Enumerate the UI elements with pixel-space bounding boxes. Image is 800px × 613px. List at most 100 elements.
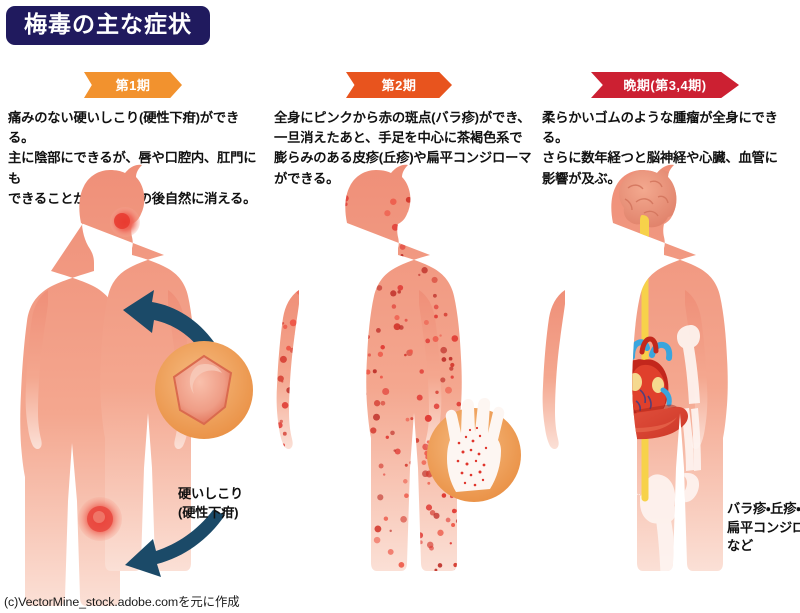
rash-spot — [324, 375, 329, 380]
rash-spot — [327, 577, 330, 580]
rash-spot — [441, 493, 447, 498]
rash-spot — [341, 526, 347, 531]
rash-spot — [326, 548, 331, 553]
rash-spot — [285, 526, 292, 532]
rash-spot — [331, 370, 336, 375]
rash-spot — [352, 516, 356, 520]
rash-spot — [432, 293, 437, 298]
rash-spot — [394, 315, 400, 321]
rash-spot — [334, 307, 337, 310]
rash-spot — [285, 237, 292, 245]
rash-spot — [409, 460, 414, 465]
rash-spot — [297, 494, 302, 499]
rash-spot — [389, 243, 395, 249]
rash-spot — [405, 417, 410, 422]
rash-spot — [304, 216, 311, 223]
rash-spot — [325, 386, 331, 392]
rash-spot — [452, 578, 456, 582]
rash-spot — [307, 301, 314, 308]
rash-spot — [328, 369, 334, 375]
stage-1-description: 痛みのない硬いしこり(硬性下疳)ができる。 主に陰部にできるが、唇や口腔内、肛門… — [8, 110, 257, 206]
rash-spot — [330, 182, 338, 190]
stage-2-description: 全身にピンクから赤の斑点(バラ疹)ができ、 一旦消えたあと、手足を中心に茶褐色系… — [274, 110, 532, 186]
rash-spot — [404, 353, 407, 357]
rash-spot — [439, 334, 442, 337]
rash-spot — [383, 473, 386, 476]
rash-spot — [404, 493, 409, 499]
magnifier-chancre[interactable] — [155, 341, 253, 439]
rash-spot — [355, 249, 358, 252]
rash-spot — [443, 312, 448, 317]
rash-spot — [343, 344, 349, 351]
rash-spot — [270, 236, 273, 239]
rash-spot — [453, 562, 458, 568]
rash-spot — [377, 351, 384, 357]
rash-spot — [372, 256, 376, 260]
rash-spot — [374, 525, 382, 533]
rash-spot — [391, 304, 397, 309]
rash-spot — [304, 247, 309, 252]
rash-spot — [453, 233, 459, 238]
rash-spot — [434, 314, 438, 319]
rash-spot — [423, 320, 429, 325]
rash-spot — [390, 290, 397, 297]
rash-spot — [303, 517, 311, 524]
stage-2-ribbon: 第2期 — [346, 72, 452, 98]
rash-spot — [294, 542, 299, 547]
rash-spot — [408, 349, 413, 354]
rash-spot — [302, 560, 306, 565]
rash-spot — [308, 483, 314, 490]
rash-spot — [324, 198, 331, 205]
rash-spot — [410, 417, 414, 421]
rash-spot — [451, 508, 457, 514]
magnifier-hand-rash[interactable] — [427, 398, 521, 502]
stage-1-ribbon: 第1期 — [84, 72, 182, 98]
rash-spot — [375, 327, 381, 333]
rash-spot — [341, 456, 348, 463]
rash-spot — [451, 335, 459, 342]
rash-spot — [323, 311, 329, 318]
rash-spot — [360, 264, 365, 269]
rash-spot — [272, 523, 275, 526]
rash-spot — [308, 331, 314, 338]
rash-spot — [328, 302, 334, 309]
rash-spot — [451, 597, 456, 602]
rash-spot — [360, 464, 366, 471]
credit-line: (c)VectorMine_stock.adobe.comを元に作成 — [4, 595, 240, 609]
stage-3-ribbon-label: 晩期(第3,4期) — [623, 77, 707, 93]
rash-spot — [360, 250, 367, 257]
rash-spot — [417, 192, 425, 200]
rash-spot — [270, 346, 276, 352]
rash-spot — [427, 481, 431, 485]
arrow-upper — [123, 290, 214, 353]
rash-spot — [418, 273, 421, 277]
rash-spot — [272, 224, 275, 227]
rash-spot — [281, 322, 285, 325]
rash-spot — [281, 401, 289, 409]
rash-spot — [291, 236, 300, 244]
rash-spot — [367, 353, 371, 357]
rash-spot — [344, 471, 350, 477]
rash-spot — [320, 535, 326, 542]
rash-spot — [378, 463, 384, 469]
rash-spot — [356, 591, 362, 597]
rash-spot — [412, 512, 416, 516]
rash-spot — [310, 233, 315, 238]
rash-spot — [302, 290, 307, 295]
rash-spot — [362, 565, 368, 571]
rash-spot — [335, 532, 339, 536]
rash-spot — [320, 186, 324, 190]
rash-spot — [432, 336, 439, 342]
rash-spot — [277, 208, 281, 211]
rash-spot — [445, 185, 449, 189]
rash-spot — [425, 338, 431, 344]
rash-spot — [421, 267, 428, 274]
rash-spot — [434, 568, 438, 572]
rash-caption: バラ疹・丘疹・ 扁平コンジローマ など — [727, 501, 800, 554]
rash-spot — [456, 401, 462, 407]
rash-spot — [290, 281, 296, 287]
rash-spot — [372, 369, 377, 374]
rash-spot — [342, 265, 348, 271]
rash-spot — [365, 334, 370, 340]
rash-spot — [317, 227, 325, 236]
